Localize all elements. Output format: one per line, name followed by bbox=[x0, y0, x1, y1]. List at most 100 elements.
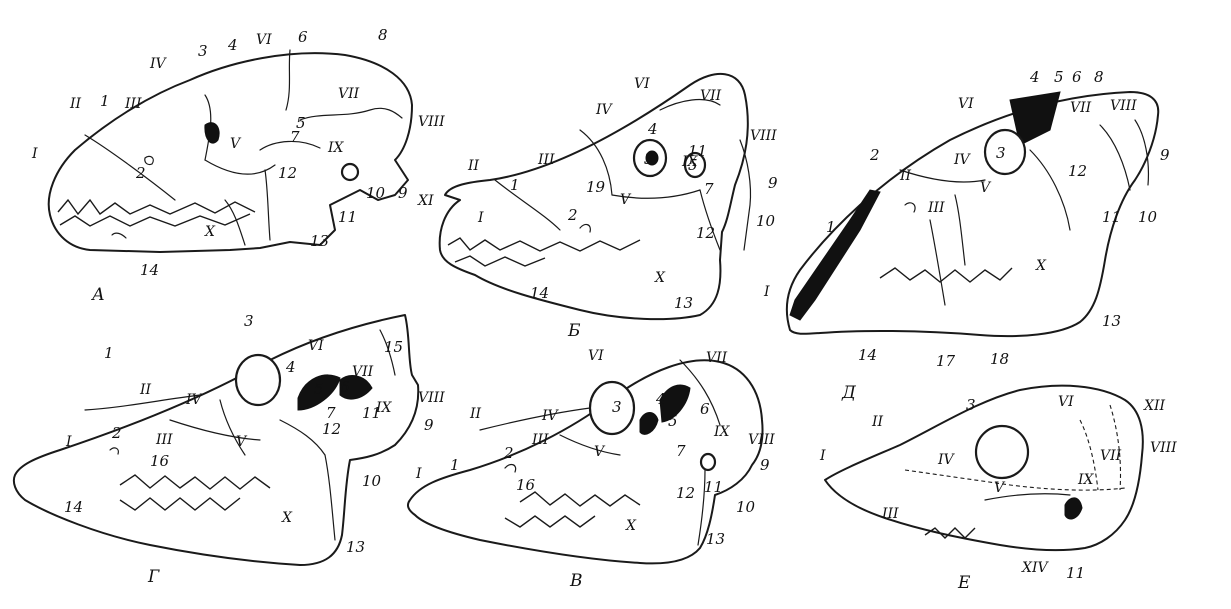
label-g-VI: VI bbox=[308, 338, 324, 354]
label-b-13: 13 bbox=[674, 294, 693, 312]
label-a-VI: VI bbox=[256, 32, 272, 48]
label-a-VIII: VIII bbox=[418, 114, 445, 130]
label-g-X: X bbox=[281, 510, 293, 526]
label-d-VI: VI bbox=[958, 96, 974, 112]
label-d-12: 12 bbox=[1068, 162, 1087, 180]
label-b-IX: IX bbox=[681, 154, 699, 170]
label-a-I: I bbox=[31, 146, 38, 162]
label-d-I: I bbox=[763, 284, 770, 300]
label-d-3: 3 bbox=[996, 144, 1006, 162]
label-e-XIV: XIV bbox=[1021, 560, 1049, 576]
label-d-2: 2 bbox=[869, 146, 880, 164]
label-v-6: 6 bbox=[700, 400, 710, 418]
caption-a: А bbox=[91, 285, 105, 305]
label-g-9: 9 bbox=[424, 416, 434, 434]
label-e-3: 3 bbox=[966, 396, 976, 414]
label-g-5: 5 bbox=[314, 380, 324, 398]
caption-d: Д bbox=[841, 383, 857, 403]
caption-v: В bbox=[569, 571, 583, 591]
label-a-6: 6 bbox=[298, 28, 308, 46]
labels-panel-b: I II III IV V VI VII VIII IX X 1 2 3 4 5… bbox=[467, 76, 778, 341]
label-v-IV: IV bbox=[541, 408, 560, 424]
label-e-11: 11 bbox=[1066, 564, 1085, 582]
label-g-VIII: VIII bbox=[418, 390, 445, 406]
label-d-II: II bbox=[899, 168, 912, 184]
label-g-6: 6 bbox=[340, 378, 350, 396]
label-d-11: 11 bbox=[1102, 208, 1121, 226]
label-v-3: 3 bbox=[612, 398, 622, 416]
label-g-VII: VII bbox=[352, 364, 374, 380]
label-v-VI: VI bbox=[588, 348, 604, 364]
label-b-19: 19 bbox=[586, 178, 606, 196]
label-b-5: 5 bbox=[688, 156, 698, 174]
label-b-VI: VI bbox=[634, 76, 650, 92]
label-d-V: V bbox=[980, 180, 992, 196]
label-b-10: 10 bbox=[756, 212, 776, 230]
label-b-V: V bbox=[620, 192, 632, 208]
label-a-3: 3 bbox=[198, 42, 208, 60]
label-g-III: III bbox=[155, 432, 173, 448]
label-b-7: 7 bbox=[704, 180, 714, 198]
label-g-4: 4 bbox=[285, 358, 296, 376]
label-a-10: 10 bbox=[366, 184, 386, 202]
label-d-18: 18 bbox=[990, 350, 1009, 368]
label-a-9: 9 bbox=[398, 184, 408, 202]
label-v-VIII: VIII bbox=[748, 432, 775, 448]
labels-panel-a: I II III IV V VI VII VIII IX X XI 1 2 3 … bbox=[31, 26, 445, 305]
label-v-7: 7 bbox=[676, 442, 686, 460]
skull-panel-d bbox=[785, 91, 1160, 338]
label-e-III: III bbox=[881, 506, 899, 522]
label-a-XI: XI bbox=[417, 193, 434, 209]
labels-panel-e: I II III IV V VI VII VIII IX XII XIV 3 1… bbox=[819, 394, 1177, 593]
label-d-VIII: VIII bbox=[1110, 98, 1137, 114]
label-a-VII: VII bbox=[338, 86, 360, 102]
caption-e: Е bbox=[957, 573, 971, 593]
label-g-IX: IX bbox=[375, 400, 393, 416]
label-d-5: 5 bbox=[1054, 68, 1064, 86]
label-b-4: 4 bbox=[647, 120, 658, 138]
label-e-IV: IV bbox=[937, 452, 956, 468]
label-v-II: II bbox=[469, 406, 482, 422]
label-d-VII: VII bbox=[1070, 100, 1092, 116]
label-v-VII: VII bbox=[706, 350, 728, 366]
label-b-X: X bbox=[654, 270, 666, 286]
labels-panel-g: I II III IV V VI VII VIII IX X 1 2 3 4 5… bbox=[64, 312, 445, 587]
skull-panel-e bbox=[824, 384, 1144, 552]
label-b-IV: IV bbox=[595, 102, 614, 118]
label-g-10: 10 bbox=[362, 472, 382, 490]
labels-panel-d: I II III IV V VI VII VIII X 1 2 3 4 5 6 … bbox=[763, 68, 1170, 403]
label-a-4: 4 bbox=[227, 36, 238, 54]
label-b-9: 9 bbox=[768, 174, 778, 192]
label-v-9: 9 bbox=[760, 456, 770, 474]
label-a-12: 12 bbox=[278, 164, 297, 182]
label-g-16: 16 bbox=[150, 452, 170, 470]
skull-panel-g bbox=[12, 314, 420, 566]
label-a-8: 8 bbox=[378, 26, 388, 44]
label-b-1: 1 bbox=[510, 176, 520, 194]
label-d-8: 8 bbox=[1094, 68, 1104, 86]
label-g-14: 14 bbox=[64, 498, 83, 516]
label-e-VIII: VIII bbox=[1150, 440, 1177, 456]
label-v-12: 12 bbox=[676, 484, 695, 502]
label-b-14: 14 bbox=[530, 284, 549, 302]
label-g-12: 12 bbox=[322, 420, 341, 438]
label-e-I: I bbox=[819, 448, 826, 464]
label-a-X: X bbox=[204, 224, 216, 240]
label-a-IV: IV bbox=[149, 56, 168, 72]
label-a-III: III bbox=[124, 96, 142, 112]
label-d-14: 14 bbox=[858, 346, 877, 364]
label-d-13: 13 bbox=[1102, 312, 1121, 330]
label-d-X: X bbox=[1035, 258, 1047, 274]
label-v-IX: IX bbox=[713, 424, 731, 440]
label-a-14: 14 bbox=[140, 261, 159, 279]
label-b-11: 11 bbox=[688, 142, 707, 160]
label-g-3: 3 bbox=[244, 312, 254, 330]
skull-panel-v bbox=[406, 359, 764, 565]
label-v-11: 11 bbox=[704, 478, 723, 496]
label-b-2: 2 bbox=[567, 206, 578, 224]
label-a-7: 7 bbox=[290, 128, 300, 146]
label-e-VI: VI bbox=[1058, 394, 1074, 410]
label-e-II: II bbox=[871, 414, 884, 430]
skull-panel-a bbox=[47, 49, 413, 253]
label-g-I: I bbox=[65, 434, 72, 450]
